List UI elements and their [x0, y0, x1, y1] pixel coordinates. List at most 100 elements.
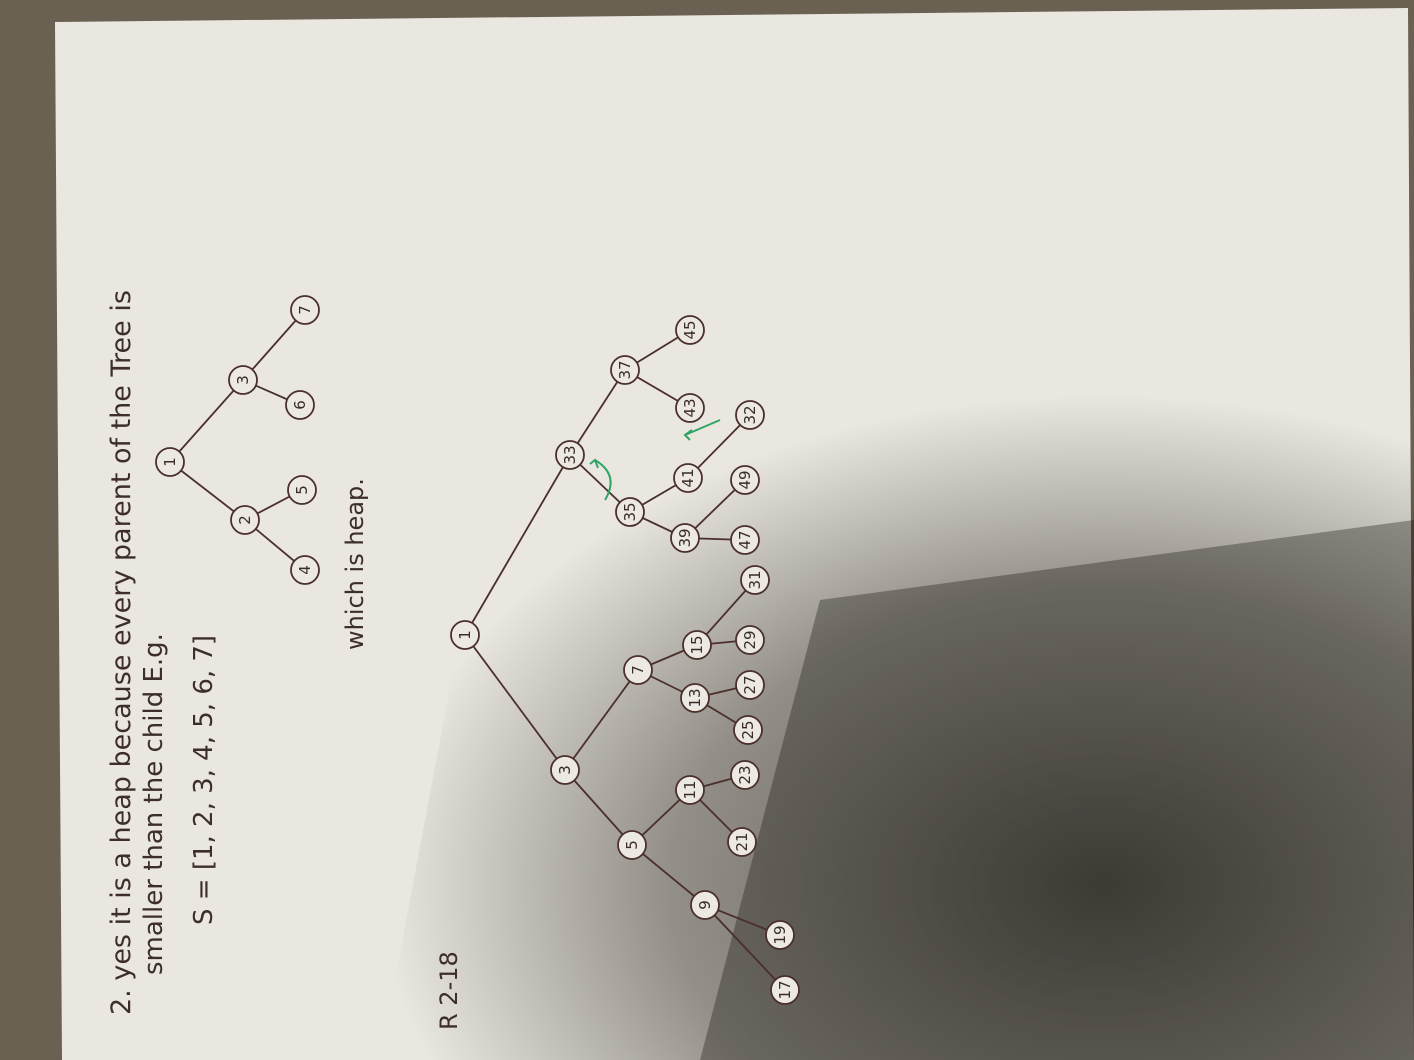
tree-node-circle	[230, 505, 260, 535]
tree-node-label: 5	[623, 840, 641, 850]
tree-node: 45	[675, 315, 705, 345]
tree-node: 37	[610, 355, 640, 385]
tree-node-circle	[735, 625, 765, 655]
tree-node: 29	[735, 625, 765, 655]
tree-node-circle	[670, 523, 700, 553]
tree-node-circle	[617, 830, 647, 860]
tree-edge	[564, 769, 633, 846]
tree-node-circle	[623, 655, 653, 685]
tree-node-label: 41	[679, 468, 697, 487]
tree-node-label: 4	[296, 565, 314, 575]
tree-node-circle	[555, 440, 585, 470]
paper-shadow-edge	[700, 520, 1414, 1060]
tree-node-label: 43	[681, 398, 699, 417]
tree-node-circle	[285, 390, 315, 420]
note-caption: which is heap.	[341, 478, 369, 650]
tree-node: 35	[615, 497, 645, 527]
tree-node-label: 19	[771, 925, 789, 944]
tree-node: 4	[290, 555, 320, 585]
tree-edge	[564, 669, 639, 771]
note-line-3: S = [1, 2, 3, 4, 5, 6, 7]	[189, 635, 219, 925]
tree-node-label: 17	[776, 980, 794, 999]
tree-node: 17	[770, 975, 800, 1005]
tree-node: 7	[290, 295, 320, 325]
tree-node-label: 3	[556, 765, 574, 775]
tree-node-circle	[228, 365, 258, 395]
tree-node: 49	[730, 465, 760, 495]
tree-node-circle	[675, 393, 705, 423]
exercise-label: R 2-18	[435, 951, 463, 1030]
tree-node: 9	[690, 890, 720, 920]
paper-shadow	[380, 360, 1414, 1060]
tree-node: 47	[730, 525, 760, 555]
tree-edge	[242, 309, 306, 381]
tree-node-label: 9	[696, 900, 714, 910]
tree-node-circle	[610, 355, 640, 385]
note-line-2: smaller than the child E.g.	[139, 633, 169, 975]
tree-node-circle	[730, 465, 760, 495]
tree-node-label: 47	[736, 530, 754, 549]
tree-node: 13	[680, 683, 710, 713]
tree-node: 25	[733, 715, 763, 745]
tree-node: 27	[735, 670, 765, 700]
tree-node-circle	[290, 555, 320, 585]
tree-node-label: 45	[681, 320, 699, 339]
tree-node-circle	[675, 775, 705, 805]
tree-node: 19	[765, 920, 795, 950]
tree-node-label: 7	[629, 665, 647, 675]
tree-node-circle	[673, 463, 703, 493]
tree-node-circle	[730, 525, 760, 555]
tree-edge	[569, 369, 626, 456]
tree-node-label: 15	[688, 635, 706, 654]
tree-node-label: 37	[616, 360, 634, 379]
tree-edge	[464, 454, 571, 636]
tree-node-label: 1	[456, 630, 474, 640]
tree-node: 32	[735, 400, 765, 430]
tree-node-circle	[690, 890, 720, 920]
tree-node: 39	[670, 523, 700, 553]
tree-edge	[169, 461, 246, 521]
tree-node-label: 11	[681, 780, 699, 799]
tree-node: 21	[727, 827, 757, 857]
tree-edge	[169, 379, 244, 463]
page-content: 2. yes it is a heap because every parent…	[106, 290, 800, 1030]
tree-node-label: 21	[733, 832, 751, 851]
note-line-1: 2. yes it is a heap because every parent…	[106, 290, 137, 1015]
tree-node-label: 35	[621, 502, 639, 521]
tree-node-circle	[770, 975, 800, 1005]
tree-node: 1	[155, 447, 185, 477]
tree-node-label: 33	[561, 445, 579, 464]
tree-node: 31	[740, 565, 770, 595]
swap-arrows	[589, 419, 721, 501]
tree-node-circle	[730, 760, 760, 790]
tree-node-label: 25	[739, 720, 757, 739]
green-arrow-lower-head	[683, 429, 693, 441]
tree-node-label: 32	[741, 405, 759, 424]
tree-node: 7	[623, 655, 653, 685]
tree-node-circle	[740, 565, 770, 595]
tree-node-circle	[615, 497, 645, 527]
large-heap-tree: 1375111315921232527293133353739414345474…	[450, 315, 800, 1005]
tree-node-circle	[450, 620, 480, 650]
tree-node-label: 5	[293, 485, 311, 495]
tree-edge	[464, 634, 566, 771]
tree-node: 5	[617, 830, 647, 860]
tree-node: 11	[675, 775, 705, 805]
tree-node-circle	[550, 755, 580, 785]
tree-node: 5	[287, 475, 317, 505]
tree-node-label: 29	[741, 630, 759, 649]
tree-node: 33	[555, 440, 585, 470]
tree-node-circle	[682, 630, 712, 660]
tree-node-label: 2	[236, 515, 254, 525]
tree-node-label: 39	[676, 528, 694, 547]
tree-node-label: 23	[736, 765, 754, 784]
tree-node-label: 27	[741, 675, 759, 694]
tree-node-circle	[290, 295, 320, 325]
tree-node: 43	[675, 393, 705, 423]
green-arrow-upper-head	[589, 458, 599, 469]
green-arrow-upper	[594, 459, 612, 501]
tree-node: 23	[730, 760, 760, 790]
tree-edge	[631, 844, 706, 906]
